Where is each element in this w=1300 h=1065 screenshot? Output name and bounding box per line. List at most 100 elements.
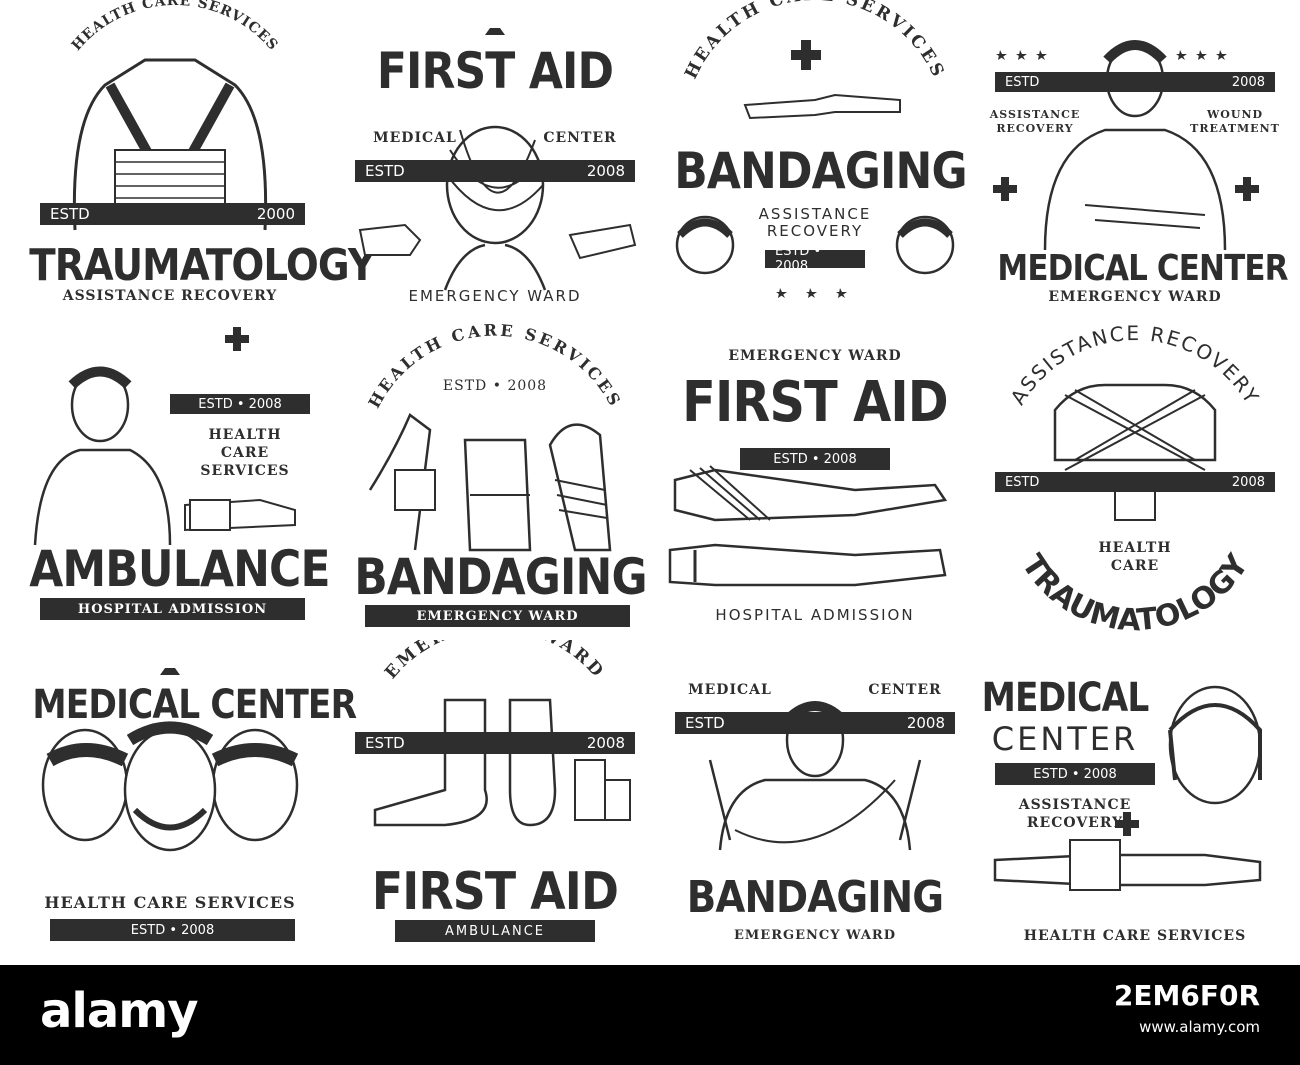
year-label: 2008 — [586, 162, 625, 180]
estd-ribbon: ESTD • 2008 — [995, 763, 1155, 785]
emblem-title: MEDICAL CENTER — [32, 682, 357, 728]
estd-ribbon: ESTD • 2008 — [50, 919, 295, 941]
estd-label: ESTD — [685, 714, 725, 732]
watermark-bar: alamy 2EM6F0R www.alamy.com — [0, 965, 1300, 1065]
star-icon — [1176, 50, 1227, 60]
emblem-traumatology-round: ASSISTANCE RECOVERY TRAUMATOLOGY ESTD 20… — [975, 320, 1295, 640]
year-label: 2008 — [586, 734, 625, 752]
hand-and-heads-illustration: HEALTH CARE SERVICES — [675, 0, 955, 298]
emblem-subtitle: ASSISTANCE RECOVERY — [62, 288, 278, 304]
estd-label: ESTD • 2008 — [773, 451, 857, 467]
label-line-1: HEALTH — [208, 427, 282, 443]
right-label-line-1: WOUND — [1206, 108, 1264, 121]
emblem-subtitle: EMERGENCY WARD — [408, 287, 582, 305]
emblem-medical-center-2: MEDICAL CENTER HEALTH CARE SERVICES ESTD… — [10, 640, 357, 960]
subtitle-ribbon: AMBULANCE — [395, 920, 595, 942]
right-label: CENTER — [868, 682, 942, 698]
head-bandage-illustration — [358, 28, 637, 291]
emblem-bandaging-1: HEALTH CARE SERVICES BANDAGING ASSISTANC… — [655, 0, 975, 320]
emblem-title: FIRST AID — [371, 862, 619, 922]
estd-ribbon: ESTD 2008 — [355, 160, 635, 182]
emblem-title: BANDAGING — [354, 548, 647, 606]
label-line-1: HEALTH — [1098, 540, 1172, 556]
top-label: EMERGENCY WARD — [728, 348, 902, 364]
estd-label: ESTD • 2008 — [130, 922, 215, 938]
emblem-subtitle: HOSPITAL ADMISSION — [77, 601, 268, 617]
image-id: 2EM6F0R — [1113, 979, 1260, 1012]
estd-label: ESTD — [365, 734, 405, 752]
estd-label: ESTD • 2008 — [198, 396, 282, 412]
estd-label: ESTD — [365, 162, 405, 180]
cross-icon — [791, 40, 821, 70]
emblem-subtitle: EMERGENCY WARD — [416, 608, 579, 624]
patient-hand-bandage-illustration — [33, 327, 296, 546]
emblem-traumatology: HEALTH CARE SERVICES ESTD 2000 TRAUMATOL… — [10, 0, 376, 320]
emblem-first-aid-1: FIRST AID MEDICAL CENTER ESTD 2008 EMERG… — [335, 0, 655, 320]
arc-text: HEALTH CARE SERVICES — [681, 0, 946, 82]
arc-text: EMERGENCY WARD — [381, 640, 606, 683]
estd-ribbon: ESTD 2008 — [995, 472, 1275, 492]
watermark-info: 2EM6F0R www.alamy.com — [1114, 979, 1260, 1036]
label-line-2: CARE — [220, 445, 270, 461]
emblem-bandaging-3: MEDICAL CENTER ESTD 2008 BANDAGING EMERG… — [655, 640, 975, 960]
emblem-subtitle: HEALTH CARE SERVICES — [44, 893, 296, 912]
left-label-line-1: ASSISTANCE — [989, 108, 1081, 121]
feet-bandage-illustration: EMERGENCY WARD — [373, 640, 631, 827]
emblem-title: MEDICAL CENTER — [997, 248, 1288, 289]
emblem-medical-center-3: MEDICAL CENTER ESTD • 2008 ASSISTANCE RE… — [975, 640, 1295, 960]
emblem-subtitle: AMBULANCE — [445, 923, 545, 939]
emblem-title: TRAUMATOLOGY — [29, 240, 376, 291]
estd-label: ESTD — [50, 205, 90, 223]
emblem-title: FIRST AID — [376, 42, 614, 100]
emblem-first-aid-2: EMERGENCY WARD FIRST AID ESTD • 2008 HOS… — [655, 320, 975, 640]
estd-label: ESTD • 2008 — [775, 244, 822, 274]
emblem-subtitle: EMERGENCY WARD — [1048, 289, 1222, 305]
emblem-ambulance: ESTD • 2008 HEALTH CARE SERVICES AMBULAN… — [10, 320, 331, 640]
arc-text: HEALTH CARE SERVICES — [365, 321, 623, 412]
label-line-2: CARE — [1110, 558, 1160, 574]
estd-ribbon: ESTD • 2008 — [765, 244, 865, 274]
svg-text:HEALTH CARE SERVICES: HEALTH CARE SERVICES — [69, 0, 281, 54]
left-label: MEDICAL — [373, 130, 457, 146]
estd-label: ESTD • 2008 — [1033, 766, 1117, 782]
bottom-label: HEALTH CARE SERVICES — [1023, 928, 1247, 944]
subtitle-line-1: ASSISTANCE — [1018, 797, 1132, 813]
estd-ribbon: ESTD 2008 — [355, 732, 635, 754]
head-wrap-arm-illustration — [993, 685, 1262, 891]
svg-text:HEALTH CARE SERVICES: HEALTH CARE SERVICES — [365, 321, 626, 412]
estd-ribbon: ESTD • 2008 — [170, 394, 310, 414]
svg-text:EMERGENCY WARD: EMERGENCY WARD — [381, 640, 609, 683]
subtitle-line-2: RECOVERY — [766, 222, 864, 240]
year-label: 2000 — [256, 205, 295, 223]
subtitle-line-2: RECOVERY — [1026, 815, 1124, 831]
watermark-url: www.alamy.com — [1139, 1018, 1260, 1036]
emblem-title-line-1: MEDICAL — [981, 675, 1150, 721]
emblem-first-aid-3: EMERGENCY WARD ESTD 2008 FIRST AID AMBUL… — [335, 640, 655, 960]
emblem-subtitle: EMERGENCY WARD — [734, 927, 896, 943]
cross-icon — [1115, 812, 1139, 836]
subtitle-ribbon: EMERGENCY WARD — [675, 924, 955, 946]
shoulder-bandage-illustration: ASSISTANCE RECOVERY TRAUMATOLOGY — [1006, 321, 1263, 639]
left-label: MEDICAL — [688, 682, 772, 698]
cross-icon — [225, 327, 249, 351]
estd-ribbon: ESTD • 2008 — [740, 448, 890, 470]
estd-ribbon: ESTD 2000 — [40, 203, 305, 225]
leg-bandages-illustration: HEALTH CARE SERVICES — [365, 321, 626, 552]
torso-bandage-illustration: HEALTH CARE SERVICES — [69, 0, 281, 231]
emblem-title-line-2: CENTER — [991, 720, 1139, 758]
estd-ribbon: ESTD 2008 — [675, 712, 955, 734]
estd-label: ESTD • 2008 — [442, 378, 548, 394]
emblem-title: AMBULANCE — [29, 540, 330, 598]
estd-label: ESTD — [1005, 474, 1040, 490]
emblem-title: BANDAGING — [686, 872, 944, 923]
emblem-title: BANDAGING — [674, 142, 967, 200]
three-heads-illustration — [41, 668, 299, 852]
right-label-line-2: TREATMENT — [1190, 122, 1280, 135]
left-label-line-2: RECOVERY — [996, 122, 1074, 135]
year-label: 2008 — [906, 714, 945, 732]
arc-text: HEALTH CARE SERVICES — [69, 0, 280, 54]
estd-label: ESTD — [1005, 74, 1040, 90]
emblem-medical-center-1: ESTD 2008 ASSISTANCE RECOVERY WOUND TREA… — [975, 0, 1295, 320]
emblem-subtitle: HOSPITAL ADMISSION — [715, 606, 915, 624]
svg-text:HEALTH CARE SERVICES: HEALTH CARE SERVICES — [681, 0, 949, 82]
